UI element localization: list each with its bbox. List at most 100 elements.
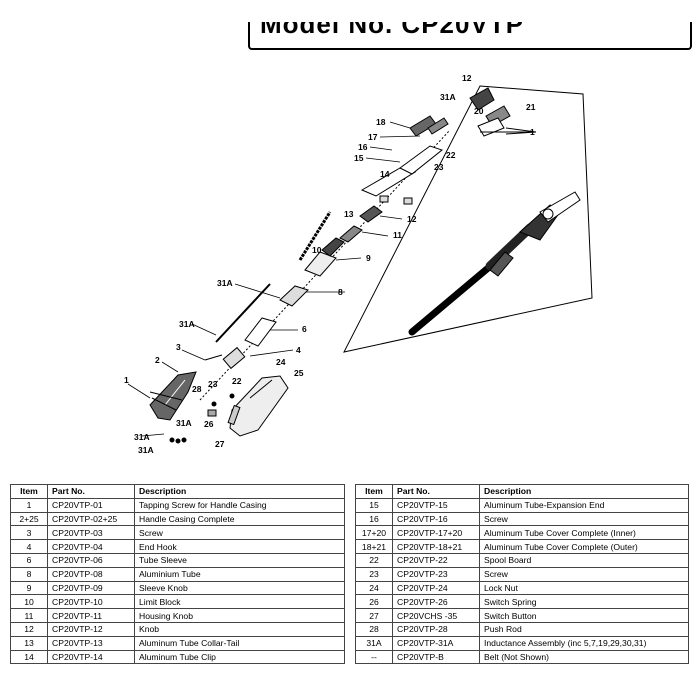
cell-description: Tapping Screw for Handle Casing bbox=[134, 497, 345, 513]
cell-item: 9 bbox=[10, 580, 48, 596]
cell-item: 17+20 bbox=[355, 525, 393, 541]
cell-description: Housing Knob bbox=[134, 608, 345, 623]
cell-part-no: CP20VTP-26 bbox=[392, 594, 480, 610]
model-title: Model No. CP20VTP bbox=[260, 22, 525, 39]
cell-description: Screw bbox=[134, 525, 345, 541]
cell-description: Aluminium Tube bbox=[134, 566, 345, 582]
callout-31A-mid: 31A bbox=[217, 278, 233, 288]
col-item-header: Item bbox=[355, 484, 393, 499]
cell-description: Screw bbox=[479, 566, 689, 582]
cell-item: 1 bbox=[10, 497, 48, 513]
callout-31A-lower: 31A bbox=[176, 418, 192, 428]
leader-lines bbox=[127, 121, 421, 437]
cell-description: Belt (Not Shown) bbox=[479, 649, 689, 665]
cell-item: 4 bbox=[10, 539, 48, 554]
cell-part-no: CP20VTP-28 bbox=[392, 621, 480, 637]
callout-12-top: 12 bbox=[462, 73, 472, 83]
callout-31A-left: 31A bbox=[179, 319, 195, 329]
assembled-pole-saw-illustration bbox=[408, 191, 581, 336]
cell-part-no: CP20VTP-04 bbox=[47, 539, 135, 554]
cell-part-no: CP20VTP-09 bbox=[47, 580, 135, 596]
cell-item: 31A bbox=[355, 635, 393, 651]
cell-description: Switch Button bbox=[479, 608, 689, 623]
cell-part-no: CP20VTP-06 bbox=[47, 552, 135, 568]
callout-4: 4 bbox=[296, 345, 301, 355]
cell-description: Aluminum Tube-Expansion End bbox=[479, 497, 689, 513]
cell-part-no: CP20VTP-22 bbox=[392, 552, 480, 568]
callout-24: 24 bbox=[276, 357, 286, 367]
col-description-header: Description bbox=[479, 484, 689, 499]
cell-item: 6 bbox=[10, 552, 48, 568]
cell-item: 18+21 bbox=[355, 539, 393, 554]
callout-2: 2 bbox=[155, 355, 160, 365]
callout-21: 21 bbox=[526, 102, 536, 112]
callout-1-left: 1 bbox=[124, 375, 129, 385]
cell-item: 12 bbox=[10, 621, 48, 637]
cell-item: 24 bbox=[355, 580, 393, 596]
cell-description: Lock Nut bbox=[479, 580, 689, 596]
callout-22-bottom: 22 bbox=[232, 376, 242, 386]
callout-9: 9 bbox=[366, 253, 371, 263]
cell-item: 15 bbox=[355, 497, 393, 513]
cell-item: -- bbox=[355, 649, 393, 665]
cell-description: Limit Block bbox=[134, 594, 345, 610]
cell-part-no: CP20VTP-B bbox=[392, 649, 480, 665]
model-title-box: Model No. CP20VTP bbox=[248, 22, 692, 50]
col-partno-header: Part No. bbox=[47, 484, 135, 499]
cell-item: 16 bbox=[355, 511, 393, 527]
cell-description: Inductance Assembly (inc 5,7,19,29,30,31… bbox=[479, 635, 689, 651]
cell-part-no: CP20VTP-23 bbox=[392, 566, 480, 582]
callout-25: 25 bbox=[294, 368, 304, 378]
cell-part-no: CP20VTP-08 bbox=[47, 566, 135, 582]
cell-description: Tube Sleeve bbox=[134, 552, 345, 568]
cell-description: Spool Board bbox=[479, 552, 689, 568]
callout-17: 17 bbox=[368, 132, 378, 142]
cell-description: Knob bbox=[134, 621, 345, 637]
callout-31A-bottom1: 31A bbox=[134, 432, 150, 442]
callout-11: 11 bbox=[393, 230, 402, 240]
cell-part-no: CP20VTP-31A bbox=[392, 635, 480, 651]
callout-18: 18 bbox=[376, 117, 386, 127]
cell-part-no: CP20VTP-13 bbox=[47, 635, 135, 651]
callout-31A-bottom2: 31A bbox=[138, 445, 154, 455]
callout-13: 13 bbox=[344, 209, 354, 219]
callout-31A-top: 31A bbox=[440, 92, 456, 102]
cell-item: 26 bbox=[355, 594, 393, 610]
col-description-header: Description bbox=[134, 484, 345, 499]
cell-item: 22 bbox=[355, 552, 393, 568]
cell-description: Push Rod bbox=[479, 621, 689, 637]
callout-27: 27 bbox=[215, 439, 225, 449]
col-partno-header: Part No. bbox=[392, 484, 480, 499]
callout-22-top: 22 bbox=[446, 150, 456, 160]
cell-item: 23 bbox=[355, 566, 393, 582]
cell-part-no: CP20VTP-03 bbox=[47, 525, 135, 541]
callout-16: 16 bbox=[358, 142, 368, 152]
cell-part-no: CP20VTP-18+21 bbox=[392, 539, 480, 554]
callout-labels: 12 31A 20 21 1 18 22 17 16 23 15 14 13 1… bbox=[124, 73, 536, 455]
cell-description: Handle Casing Complete bbox=[134, 511, 345, 527]
col-item-header: Item bbox=[10, 484, 48, 499]
callout-12-mid: 12 bbox=[407, 214, 417, 224]
